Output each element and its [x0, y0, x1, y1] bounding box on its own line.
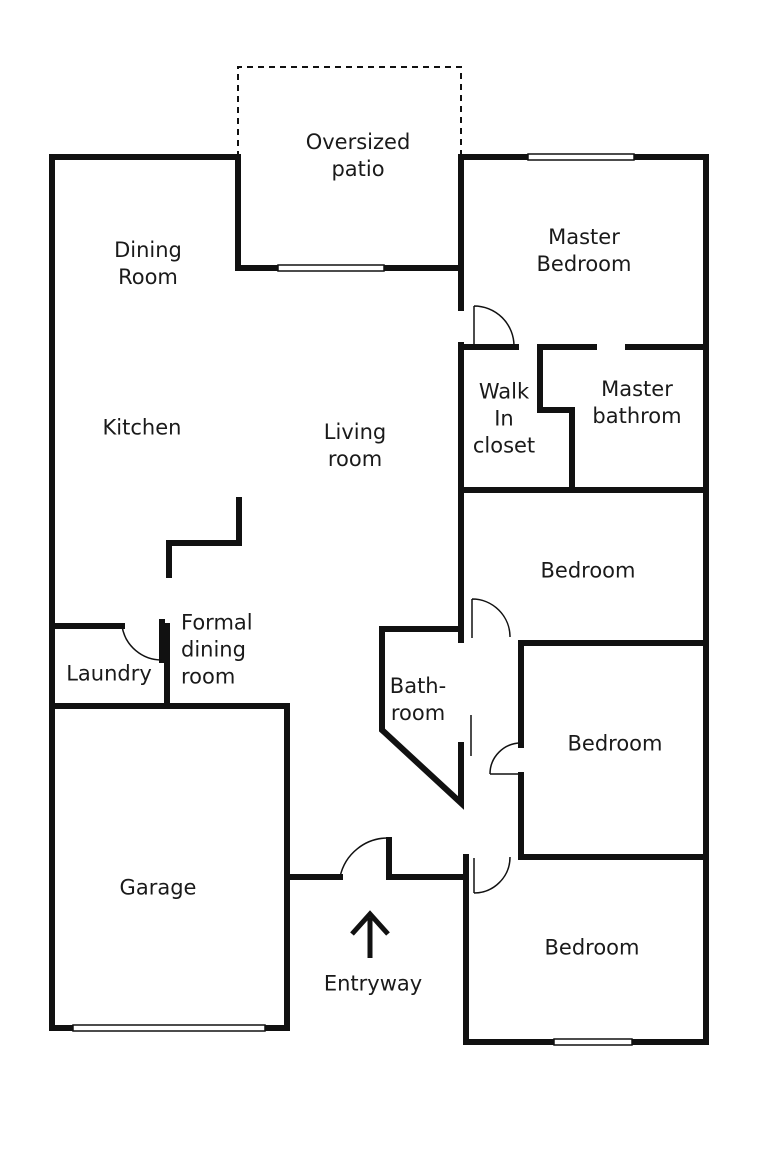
kitchen-partial-wall: [166, 497, 242, 578]
bathroom-wall: [379, 626, 464, 810]
room-label-bathroom: Bath- room: [389, 674, 447, 725]
bedroom1-door-swing: [471, 598, 511, 638]
room-label-dining-room: Dining Room: [114, 238, 182, 289]
room-label-garage: Garage: [119, 875, 197, 900]
room-label-master-bathroom: Master bathrom: [592, 377, 682, 428]
room-label-formal-dining-room: Formal dining room: [181, 610, 253, 689]
garage-wall: [49, 703, 290, 1031]
laundry-wall: [49, 623, 170, 709]
room-label-laundry: Laundry: [66, 661, 152, 686]
room-label-living-room: Living room: [323, 420, 387, 471]
closet-door-swing: [473, 305, 515, 347]
bedroom2-wall: [518, 640, 709, 860]
room-label-entryway: Entryway: [323, 971, 423, 996]
room-label-bedroom-2: Bedroom: [567, 731, 663, 756]
room-label-oversized-patio: Oversized patio: [305, 130, 411, 181]
room-label-bedroom-3: Bedroom: [544, 935, 640, 960]
bedroom2-door-swing: [489, 742, 522, 775]
bedroom1-wall: [458, 487, 709, 646]
room-label-kitchen: Kitchen: [102, 415, 182, 440]
entry-door-swing: [339, 837, 390, 878]
patio-outline: [237, 66, 462, 157]
arrow-up-icon: [350, 910, 390, 958]
bedroom3-door-swing: [473, 856, 511, 894]
room-label-master-bedroom: Master Bedroom: [536, 225, 632, 276]
master-bedroom-window: [527, 153, 635, 161]
garage-door: [72, 1024, 266, 1032]
exterior-wall-east: [458, 154, 709, 1045]
room-label-walk-in-closet: Walk In closet: [472, 379, 536, 458]
patio-door: [277, 264, 385, 272]
room-label-bedroom-1: Bedroom: [540, 558, 636, 583]
bedroom3-window: [553, 1038, 633, 1046]
laundry-door-swing: [121, 625, 163, 661]
